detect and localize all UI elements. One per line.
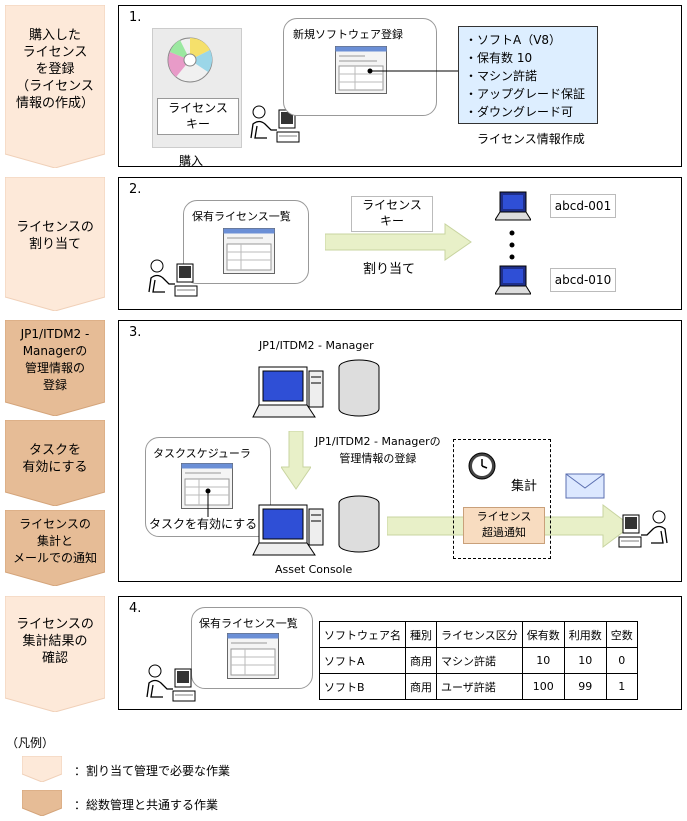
panel-number: 1. bbox=[129, 10, 142, 25]
assign-arrow bbox=[325, 223, 472, 261]
panel-3: 3. JP1/ITDM2 - Manager JP1/ITDM2 - Manag… bbox=[118, 320, 682, 582]
step-chevron-4: タスクを 有効にする bbox=[5, 420, 105, 506]
register-label: JP1/ITDM2 - Managerの 管理情報の登録 bbox=[315, 435, 441, 465]
license-info-item: ・ダウングレード可 bbox=[465, 105, 574, 119]
table-cell: 商用 bbox=[405, 673, 437, 700]
table-cell: ソフトA bbox=[319, 647, 406, 674]
license-key-card: ライセンス キー bbox=[351, 196, 433, 232]
table-cell: 0 bbox=[605, 647, 638, 674]
step-chevron-3: JP1/ITDM2 - Managerの 管理情報の 登録 bbox=[5, 320, 105, 416]
panel-number: 2. bbox=[129, 182, 142, 197]
table-header-row: ソフトウェア名種別ライセンス区分保有数利用数空数 bbox=[319, 621, 638, 648]
panel-2: 2. 保有ライセンス一覧 ライセンス キー 割り当て abcd-001 abcd… bbox=[118, 177, 682, 310]
legend-light-text: ：割り当て管理で必要な作業 bbox=[74, 764, 231, 778]
table-cell: 100 bbox=[521, 673, 565, 700]
window-icon bbox=[335, 46, 387, 94]
owned-license-title: 保有ライセンス一覧 bbox=[192, 210, 291, 223]
table-cell: 99 bbox=[563, 673, 607, 700]
ellipsis-dots bbox=[509, 230, 515, 260]
new-software-title: 新規ソフトウェア登録 bbox=[293, 28, 403, 41]
panel-number: 3. bbox=[129, 325, 142, 340]
table-header-cell: 空数 bbox=[605, 621, 638, 648]
user-at-pc-icon bbox=[148, 259, 198, 297]
panel-number: 4. bbox=[129, 601, 142, 616]
legend-swatch-dark bbox=[22, 790, 62, 816]
license-key-card: ライセンス キー bbox=[157, 98, 239, 135]
purchase-label: 購入 bbox=[179, 154, 204, 168]
clock-icon bbox=[468, 452, 496, 480]
table-cell: ソフトB bbox=[319, 673, 406, 700]
pc-name-last: abcd-010 bbox=[550, 268, 616, 292]
table-header-cell: 種別 bbox=[405, 621, 437, 648]
license-info-caption: ライセンス情報作成 bbox=[477, 132, 585, 146]
enable-task-label: タスクを有効にする bbox=[149, 517, 258, 531]
owned-license-title: 保有ライセンス一覧 bbox=[199, 617, 298, 630]
manager-server-icon bbox=[252, 359, 380, 418]
window-icon bbox=[227, 633, 279, 679]
table-cell: ユーザ許諾 bbox=[436, 673, 523, 700]
envelope-icon bbox=[565, 473, 605, 499]
window-icon bbox=[223, 228, 275, 274]
table-header-cell: 利用数 bbox=[563, 621, 607, 648]
asset-console-server-icon bbox=[252, 495, 380, 556]
cd-icon bbox=[167, 37, 213, 83]
step-label: ライセンスの 割り当て bbox=[16, 220, 94, 252]
manager-title: JP1/ITDM2 - Manager bbox=[259, 339, 374, 352]
aggregation-box bbox=[453, 439, 551, 559]
license-info-item: ・保有数 10 bbox=[465, 51, 533, 65]
step-label: 購入した ライセンス を登録 （ライセンス 情報の作成） bbox=[15, 28, 94, 111]
connector-line bbox=[367, 68, 467, 74]
over-notice-box: ライセンス 超過通知 bbox=[463, 507, 545, 544]
table-cell: 商用 bbox=[405, 647, 437, 674]
step-chevron-6: ライセンスの 集計結果の 確認 bbox=[5, 596, 105, 712]
license-info-item: ・アップグレード保証 bbox=[465, 87, 586, 101]
step-label: ライセンスの 集計結果の 確認 bbox=[16, 617, 94, 666]
step-label: タスクを 有効にする bbox=[22, 443, 88, 475]
pointer-line bbox=[205, 488, 211, 517]
asset-console-label: Asset Console bbox=[275, 563, 353, 576]
user-at-pc-icon bbox=[618, 510, 668, 548]
pc-name-first: abcd-001 bbox=[550, 194, 616, 218]
step-label: ライセンスの 集計と メールでの通知 bbox=[12, 517, 97, 565]
panel-1: 1. ライセンス キー 購入 新規ソフトウェア登録 ・ソフトA bbox=[118, 5, 682, 168]
step-chevron-2: ライセンスの 割り当て bbox=[5, 177, 105, 311]
legend-dark-text: ：総数管理と共通する作業 bbox=[74, 798, 219, 812]
license-info-item: ・マシン許諾 bbox=[465, 69, 538, 83]
assign-label: 割り当て bbox=[363, 262, 416, 277]
table-cell: 10 bbox=[521, 647, 565, 674]
table-cell: 1 bbox=[605, 673, 638, 700]
panel-4: 4. 保有ライセンス一覧 ソフトウェア名種別ライセンス区分保有数利用数空数 ソフ… bbox=[118, 596, 682, 710]
table-header-cell: ソフトウェア名 bbox=[319, 621, 406, 648]
license-info-box: ・ソフトA（V8） ・保有数 10 ・マシン許諾・アップグレード保証・ダウングレード… bbox=[458, 26, 598, 124]
legend-title: （凡例） bbox=[6, 736, 55, 750]
user-at-pc-icon bbox=[250, 105, 300, 143]
step-label: JP1/ITDM2 - Managerの 管理情報の 登録 bbox=[20, 327, 90, 392]
laptop-icon bbox=[495, 265, 531, 295]
table-header-cell: ライセンス区分 bbox=[436, 621, 523, 648]
laptop-icon bbox=[495, 191, 531, 221]
table-cell: マシン許諾 bbox=[436, 647, 523, 674]
aggregate-label: 集計 bbox=[511, 479, 538, 494]
table-header-cell: 保有数 bbox=[521, 621, 565, 648]
step-chevron-1: 購入した ライセンス を登録 （ライセンス 情報の作成） bbox=[5, 5, 105, 168]
license-info-item: ・ソフトA（V8） bbox=[465, 33, 562, 47]
window-icon bbox=[181, 463, 233, 509]
table-cell: 10 bbox=[563, 647, 607, 674]
task-scheduler-title: タスクスケジューラ bbox=[153, 447, 251, 460]
step-chevron-5: ライセンスの 集計と メールでの通知 bbox=[5, 510, 105, 586]
down-arrow bbox=[281, 431, 311, 490]
legend-swatch-light bbox=[22, 756, 62, 782]
user-at-pc-icon bbox=[146, 664, 196, 702]
